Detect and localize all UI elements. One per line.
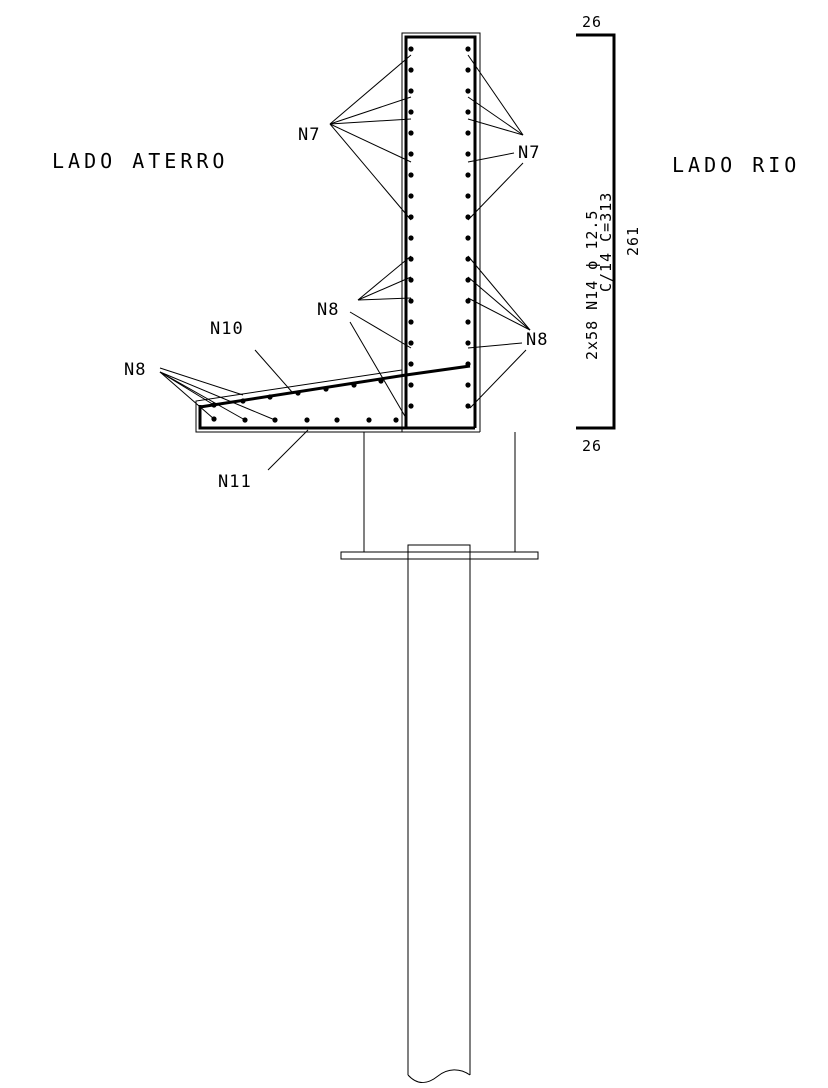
leader-n7-left bbox=[329, 54, 412, 125]
cap-base-plate bbox=[340, 551, 539, 560]
wall-bar-dot-fill-side bbox=[408, 151, 414, 157]
wall-bar-dot-fill-side bbox=[408, 172, 414, 178]
base-bottom-rebar-n11 bbox=[198, 405, 475, 430]
leader-n8-right bbox=[467, 342, 523, 349]
leader-n7-right bbox=[467, 96, 524, 136]
label-n7-right: N7 bbox=[518, 143, 540, 163]
wall-bar-dot-river-side bbox=[465, 130, 471, 136]
wall-bar-dot-river-side bbox=[465, 67, 471, 73]
schedule-bar-shape bbox=[576, 33, 616, 430]
top-hook-length: 26 bbox=[582, 13, 602, 31]
leader-n8-right bbox=[467, 276, 531, 331]
wall-bar-dot-river-side bbox=[465, 361, 471, 367]
wall-bar-dot-river-side bbox=[465, 109, 471, 115]
wall-bar-dot-fill-side bbox=[408, 130, 414, 136]
leader-n8-left bbox=[159, 367, 244, 396]
wall-bar-dot-river-side bbox=[465, 403, 471, 409]
wall-bar-dot-fill-side bbox=[408, 298, 414, 304]
wall-bar-dot-fill-side bbox=[408, 109, 414, 115]
leader-n7-right bbox=[467, 118, 524, 136]
schedule-line-1: 2x58 N14 ϕ 12.5 bbox=[583, 210, 601, 360]
wall-bar-dot-fill-side bbox=[408, 361, 414, 367]
wall-bar-dot-river-side bbox=[465, 340, 471, 346]
leader-n8-left bbox=[159, 371, 246, 421]
heel-top-bar-dot bbox=[295, 390, 301, 396]
heel-top-bar-dot bbox=[351, 382, 357, 388]
river-side-label: LADO RIO bbox=[672, 153, 800, 177]
wall-bar-dot-river-side bbox=[465, 193, 471, 199]
leader-n7-left bbox=[329, 123, 412, 163]
wall-bar-dot-fill-side bbox=[408, 214, 414, 220]
wall-bar-dot-fill-side bbox=[408, 319, 414, 325]
leader-n8-left bbox=[159, 371, 215, 420]
label-n7-left: N7 bbox=[298, 125, 320, 145]
label-n8-center: N8 bbox=[317, 300, 339, 320]
leader-n8-center bbox=[349, 321, 407, 419]
wall-bar-dot-fill-side bbox=[408, 46, 414, 52]
base-bottom-bar-dot bbox=[304, 417, 310, 423]
heel-top-bar-dot bbox=[323, 386, 329, 392]
wall-bar-dot-river-side bbox=[465, 88, 471, 94]
leader-n8-left bbox=[159, 371, 276, 421]
wall-bar-dot-river-side bbox=[465, 319, 471, 325]
leader-n8-center bbox=[357, 276, 412, 301]
pile-cap-outline bbox=[363, 432, 516, 553]
base-bottom-bar-dot bbox=[366, 417, 372, 423]
schedule-line-2: C/14 C=313 bbox=[597, 192, 615, 292]
longitudinal-bars bbox=[211, 46, 471, 423]
rebar-schedule-bar bbox=[576, 33, 616, 430]
leader-n11 bbox=[267, 429, 309, 471]
leader-n7-left bbox=[329, 118, 412, 125]
concrete-outline bbox=[195, 32, 539, 1084]
label-n10: N10 bbox=[210, 319, 244, 339]
pile-break-line bbox=[407, 1069, 471, 1084]
wall-bar-dot-river-side bbox=[465, 382, 471, 388]
leader-n7-right bbox=[467, 162, 524, 221]
base-bottom-bar-dot bbox=[393, 417, 399, 423]
heel-top-bar-dot bbox=[378, 378, 384, 384]
wall-bar-dot-fill-side bbox=[408, 277, 414, 283]
leader-n8-right bbox=[469, 349, 527, 409]
leader-n8-right bbox=[467, 297, 531, 331]
heel-outline bbox=[195, 369, 480, 433]
schedule-length: 261 bbox=[624, 226, 642, 256]
leader-n7-right bbox=[467, 152, 515, 163]
leader-n8-center bbox=[357, 255, 412, 301]
wall-bar-dot-fill-side bbox=[408, 340, 414, 346]
wall-bar-dot-river-side bbox=[465, 298, 471, 304]
fill-side-label: LADO ATERRO bbox=[52, 149, 228, 173]
leader-n8-center bbox=[357, 297, 412, 301]
wall-bar-dot-fill-side bbox=[408, 235, 414, 241]
leader-n8-right bbox=[467, 255, 531, 331]
wall-rebar-n14 bbox=[404, 35, 477, 428]
leader-n10 bbox=[254, 349, 293, 393]
wall-bar-dot-fill-side bbox=[408, 67, 414, 73]
wall-bar-dot-river-side bbox=[465, 46, 471, 52]
wall-bar-dot-river-side bbox=[465, 235, 471, 241]
label-n8-right: N8 bbox=[526, 330, 548, 350]
base-bottom-bar-dot bbox=[334, 417, 340, 423]
leader-n7-right bbox=[467, 54, 524, 136]
label-n8-left: N8 bbox=[124, 360, 146, 380]
heel-top-bar-dot bbox=[240, 398, 246, 404]
wall-bar-dot-fill-side bbox=[408, 193, 414, 199]
wall-bar-dot-river-side bbox=[465, 151, 471, 157]
leader-n7-left bbox=[329, 96, 412, 125]
wall-bar-dot-river-side bbox=[465, 256, 471, 262]
wall-bar-dot-fill-side bbox=[408, 382, 414, 388]
wall-bar-dot-fill-side bbox=[408, 403, 414, 409]
wall-bar-dot-river-side bbox=[465, 172, 471, 178]
rebar-lines bbox=[198, 35, 477, 430]
heel-top-bar-dot bbox=[267, 394, 273, 400]
leader-n7-left bbox=[329, 123, 412, 221]
wall-outline bbox=[401, 32, 481, 432]
bottom-hook-length: 26 bbox=[582, 437, 602, 455]
label-n11: N11 bbox=[218, 472, 252, 492]
pile-outline bbox=[407, 544, 471, 1075]
leader-n8-center bbox=[349, 311, 412, 349]
wall-bar-dot-fill-side bbox=[408, 88, 414, 94]
leader-lines bbox=[159, 54, 531, 471]
